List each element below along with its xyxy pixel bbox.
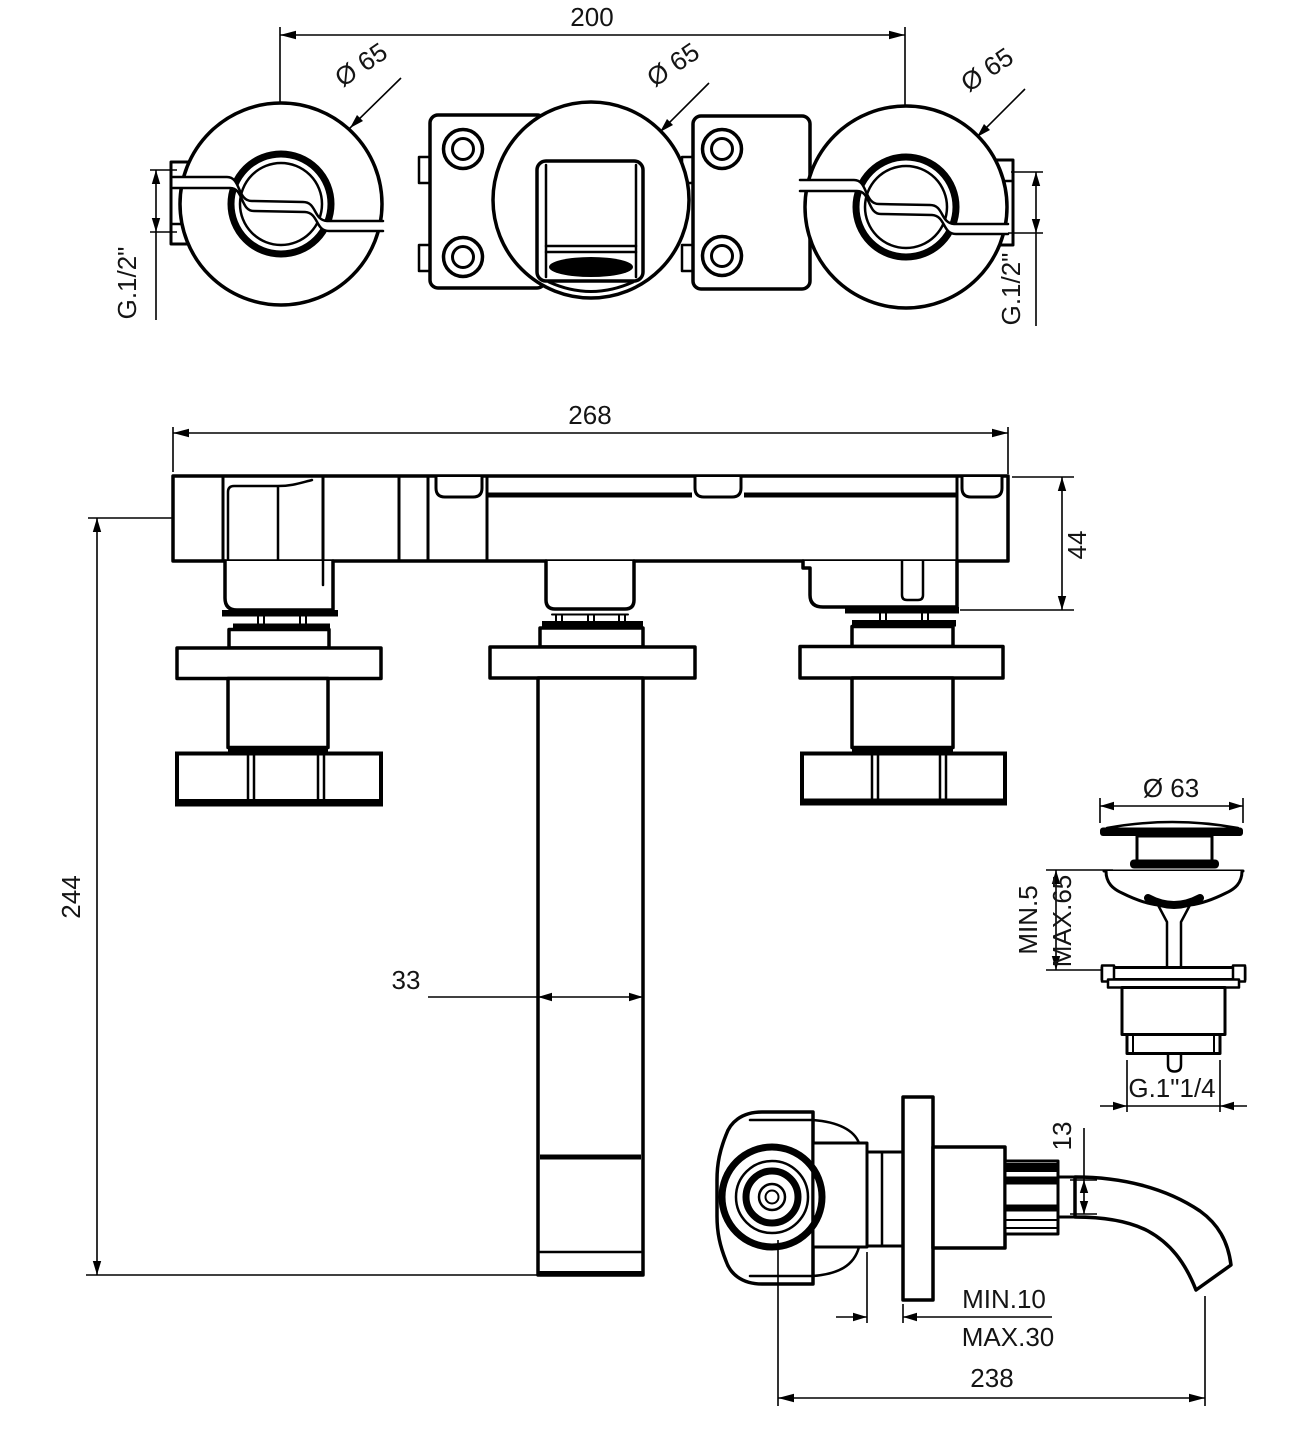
inwall-body [171, 474, 1010, 563]
front-view: 268 44 244 33 [56, 400, 1092, 1277]
dim-overall-width-label: 268 [568, 400, 611, 430]
dim-total-height-label: 244 [56, 875, 86, 918]
dim-spout-width: 33 [392, 965, 643, 1002]
dim-spout-dia-label: 13 [1047, 1122, 1077, 1151]
dim-total-height: 244 [56, 517, 538, 1276]
dim-hole-spacing: 200 [279, 2, 906, 106]
thread-right-label: G.1/2" [996, 253, 1026, 326]
right-mounting-bracket [680, 114, 812, 291]
dim-projection-label: 238 [970, 1363, 1013, 1393]
side-view: 13 MIN.10 MAX.30 238 [715, 1095, 1233, 1406]
left-valve-trim [175, 610, 383, 807]
dim-body-height: 44 [960, 476, 1092, 611]
left-handle [175, 751, 383, 807]
screw-hole-icon [700, 234, 744, 278]
popup-waste [1100, 820, 1247, 1073]
drain-cap [1100, 827, 1243, 836]
screw-hole-icon [700, 127, 744, 171]
dim-hole-spacing-label: 200 [570, 2, 613, 32]
dim-drain-min-label: MIN.5 [1013, 885, 1043, 954]
dim-spout-width-label: 33 [392, 965, 421, 995]
dim-drain-max-label: MAX.65 [1047, 875, 1077, 968]
right-valve-body [801, 559, 959, 609]
thread-left-label: G.1/2" [112, 247, 142, 320]
right-valve-trim [798, 607, 1007, 806]
dim-depth-min-label: MIN.10 [962, 1284, 1046, 1314]
wall-flange [901, 1095, 935, 1302]
dim-spout-dia: 13 [1047, 1122, 1097, 1215]
screw-hole-icon [441, 127, 485, 171]
dim-drain-dia: Ø 63 [1099, 773, 1244, 823]
dim-thread-left: G.1/2" [112, 169, 177, 320]
center-spout-column [488, 613, 697, 1277]
screw-hole-icon [441, 235, 485, 279]
drain-tailpiece [1120, 986, 1227, 1036]
top-view: 200 Ø 65 Ø 65 Ø 65 G.1/2" [112, 2, 1043, 326]
right-handle [800, 751, 1007, 806]
dim-wall-depth-range: MIN.10 MAX.30 [836, 1252, 1054, 1352]
dim-projection: 238 [777, 1240, 1206, 1406]
dim-drain-thread: G.1"1/4 [1100, 1060, 1247, 1112]
spout-outlet [549, 257, 633, 277]
dim-thread-right: G.1/2" [996, 171, 1043, 326]
valve-side [715, 1095, 1233, 1302]
left-escutcheon [175, 646, 383, 681]
drain-detail: Ø 63 MIN.5 MAX.65 G.1"1/4 [1013, 773, 1247, 1112]
curved-spout [1073, 1175, 1233, 1292]
dim-overall-width: 268 [172, 400, 1009, 474]
center-spout-top [491, 100, 691, 300]
dim-drain-dia-label: Ø 63 [1143, 773, 1199, 803]
dim-body-height-label: 44 [1062, 531, 1092, 560]
right-escutcheon [798, 644, 1005, 680]
left-valve-body [223, 559, 335, 612]
center-spout-connection [544, 559, 636, 611]
dim-drain-clamp-range: MIN.5 MAX.65 [1013, 869, 1113, 971]
dim-depth-max-label: MAX.30 [962, 1322, 1055, 1352]
dim-drain-thread-label: G.1"1/4 [1128, 1073, 1215, 1103]
threaded-nipple [1003, 1159, 1060, 1236]
center-escutcheon [488, 645, 697, 680]
right-valve-top [798, 104, 1010, 310]
left-valve-top [171, 101, 385, 307]
spout-tube [536, 676, 645, 1277]
